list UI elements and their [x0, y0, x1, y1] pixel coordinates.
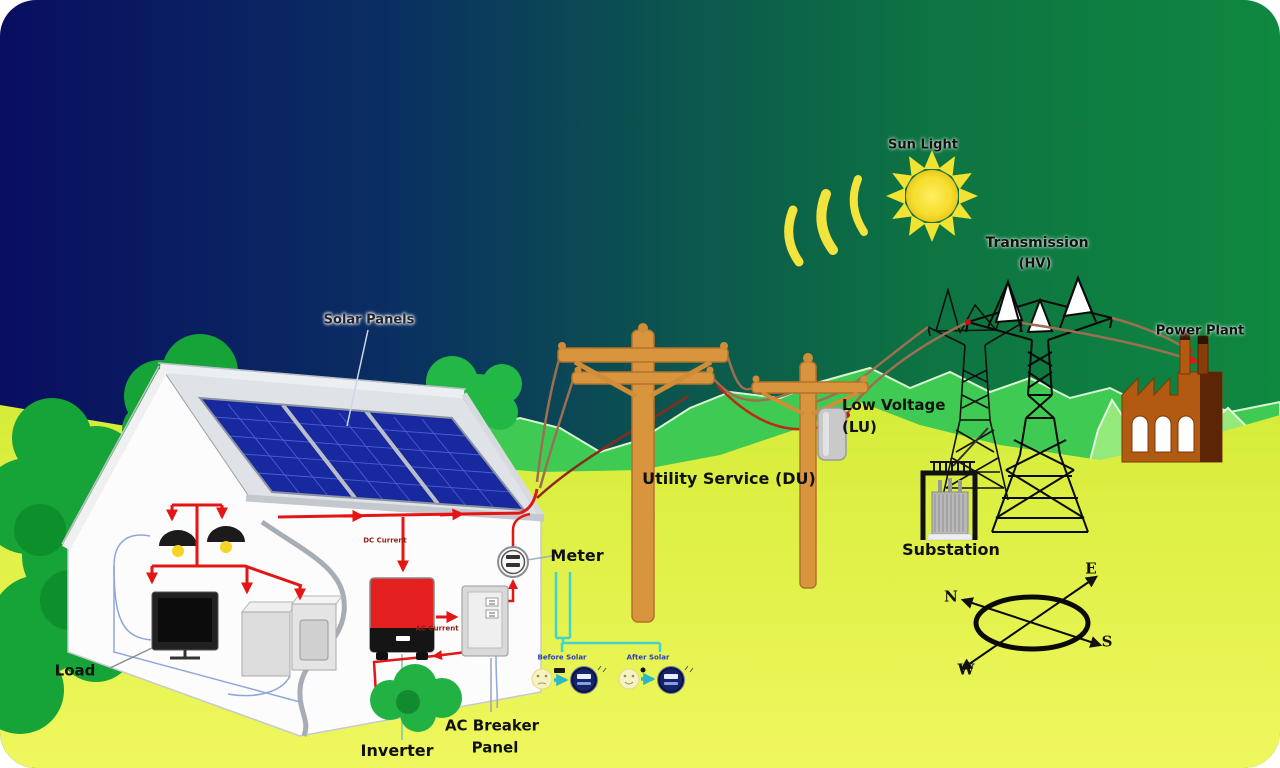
utility-pole: [557, 323, 729, 623]
label-transmission: Transmission: [985, 235, 1089, 251]
tv-icon: [151, 591, 219, 660]
compass-label-e: E: [1085, 559, 1097, 578]
label-solar-panels: Solar Panels: [323, 312, 415, 328]
compass-label-s: S: [1101, 632, 1113, 651]
substation-icon: [920, 461, 978, 541]
compass-label-w: W: [957, 660, 975, 679]
bush-icon: [370, 664, 462, 732]
label-power-plant: Power Plant: [1155, 323, 1245, 339]
label-ac-current: AC Current: [415, 624, 459, 633]
power-plant-icon: [1121, 329, 1223, 463]
label-substation: Substation: [902, 540, 1000, 559]
compass-rose: [960, 575, 1103, 671]
washer-dryer-icons: [240, 595, 343, 677]
label-inverter: Inverter: [360, 741, 434, 760]
label-low-voltage: Low Voltage: [842, 396, 946, 414]
label-after-solar: After Solar: [626, 653, 670, 662]
low-voltage-pole: [751, 353, 869, 589]
label-meter: Meter: [550, 546, 604, 565]
before-solar-icons: [531, 665, 607, 694]
blue-wires: [113, 534, 499, 709]
transmission-tower-front: [965, 275, 1113, 533]
meter-icon: [497, 546, 529, 578]
label-before-solar: Before Solar: [537, 653, 587, 662]
label-ac-breaker-panel: Panel: [471, 738, 519, 757]
label-dc-current: DC Current: [363, 536, 407, 545]
after-solar-icons: [618, 665, 694, 694]
lamp-icons: [159, 526, 245, 557]
before-meter-icon: [570, 665, 607, 694]
solar-panels-icon: [197, 396, 527, 512]
label-load: Load: [54, 661, 96, 680]
sun-icon: [886, 150, 978, 242]
label-sun-light: Sun Light: [888, 137, 958, 153]
compass-label-n: N: [944, 587, 958, 606]
label-transmission-hv: (HV): [1018, 256, 1052, 272]
inverter-icon: [369, 577, 435, 660]
sun-ray-swooshes: [784, 175, 868, 267]
cyan-callout: [554, 572, 662, 652]
after-meter-icon: [657, 665, 694, 694]
label-ac-breaker: AC Breaker: [444, 716, 540, 735]
label-utility-service: Utility Service (DU): [642, 469, 816, 488]
ac-breaker-panel-icon: [461, 585, 509, 657]
label-low-voltage-lu: (LU): [842, 418, 877, 436]
